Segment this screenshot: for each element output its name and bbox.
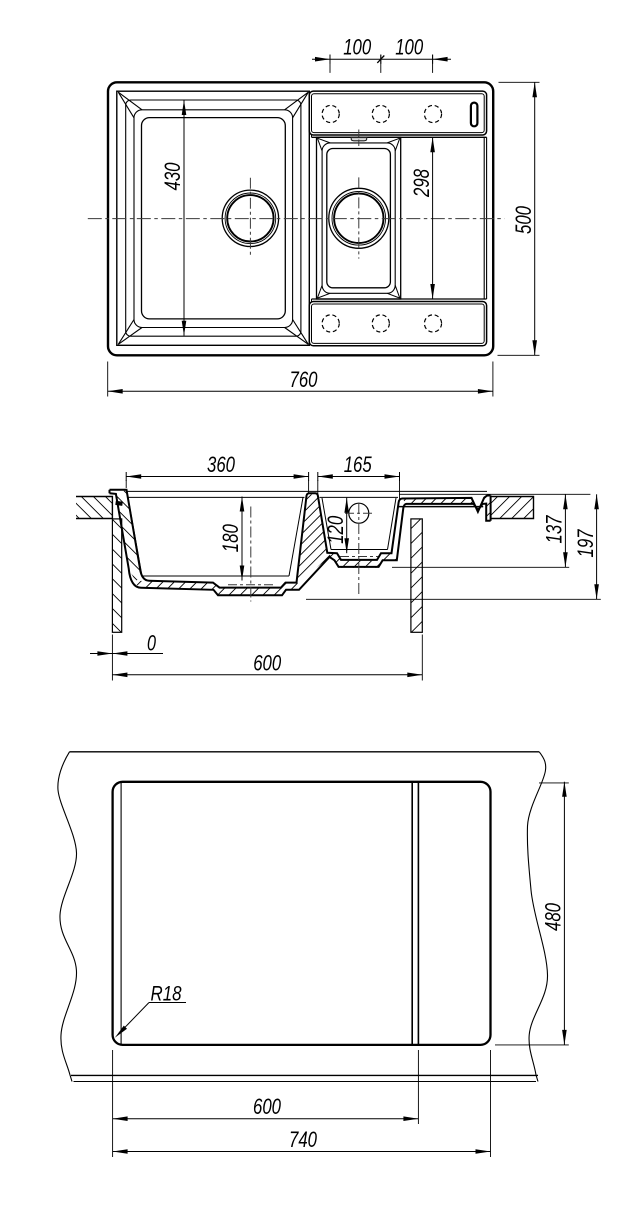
svg-text:197: 197: [573, 528, 598, 557]
svg-text:600: 600: [253, 1094, 281, 1119]
svg-text:R18: R18: [151, 982, 182, 1005]
svg-text:0: 0: [147, 631, 156, 656]
svg-text:180: 180: [218, 524, 243, 552]
svg-text:360: 360: [207, 452, 235, 477]
svg-text:100: 100: [395, 35, 423, 60]
svg-text:480: 480: [541, 903, 566, 931]
svg-text:740: 740: [289, 1127, 317, 1152]
svg-text:298: 298: [409, 169, 434, 198]
svg-text:760: 760: [290, 367, 318, 392]
svg-text:165: 165: [344, 452, 372, 477]
svg-text:120: 120: [323, 515, 348, 543]
svg-text:100: 100: [343, 35, 371, 60]
svg-text:500: 500: [511, 206, 536, 234]
svg-text:600: 600: [253, 650, 281, 675]
svg-text:137: 137: [542, 514, 567, 543]
svg-text:430: 430: [160, 162, 185, 190]
